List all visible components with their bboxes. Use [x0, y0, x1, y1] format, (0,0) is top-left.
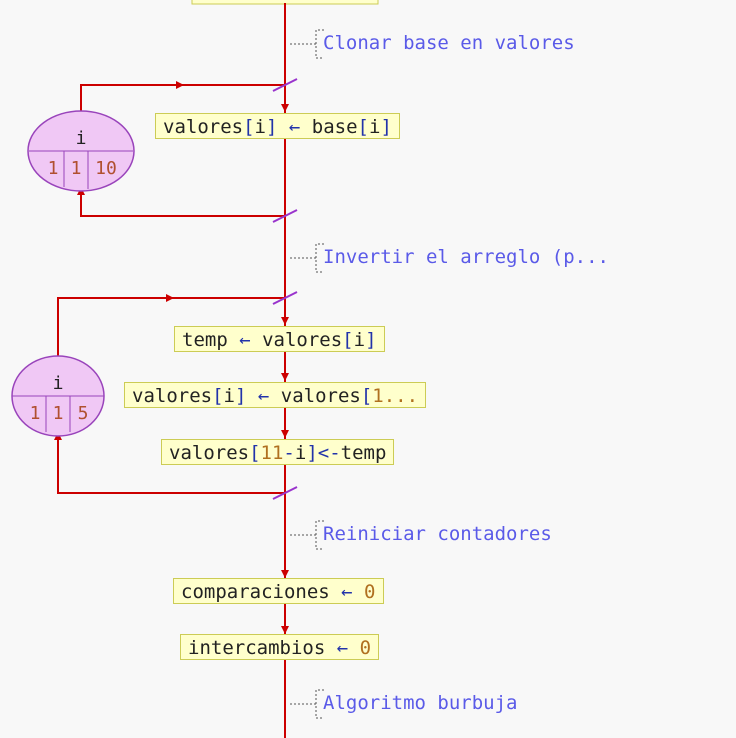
comment-bracket-3 — [315, 520, 324, 550]
token: [ — [249, 442, 261, 464]
loop2-entry-wire — [57, 297, 285, 356]
loop2-end-marker — [272, 486, 298, 500]
token: ] — [380, 116, 392, 138]
token: comparaciones — [181, 581, 330, 603]
loop2-variable: i — [52, 373, 64, 394]
token: [ — [357, 116, 369, 138]
token: i — [368, 116, 381, 138]
comment-clone[interactable]: Clonar base en valores — [323, 32, 575, 54]
token: - — [283, 442, 295, 464]
token: i — [353, 329, 366, 351]
loop1-step: 1 — [70, 158, 82, 179]
token: temp — [182, 329, 228, 351]
loop2-step: 1 — [52, 403, 64, 424]
token: i — [223, 385, 235, 407]
token: ← — [277, 116, 312, 138]
token: ← — [325, 637, 360, 659]
token: [ — [342, 329, 354, 351]
stmt-temp-assign[interactable]: temp ← valores[i] — [174, 326, 385, 352]
comment-reset-counters[interactable]: Reiniciar contadores — [323, 523, 552, 545]
token: valores — [163, 116, 244, 138]
comment-bracket-4 — [315, 689, 324, 719]
stmt-copy-base[interactable]: valores[i] ← base[i] — [155, 113, 400, 139]
token: ] — [365, 329, 377, 351]
arrow-into-s6 — [281, 626, 289, 634]
loop1-entry-wire — [80, 84, 285, 112]
loop2-end: 5 — [77, 403, 89, 424]
token: valores — [280, 385, 361, 407]
token: ] — [234, 385, 247, 407]
loop1-end: 10 — [95, 158, 117, 179]
stmt-reset-swaps[interactable]: intercambios ← 0 — [180, 634, 380, 660]
token: valores — [132, 385, 213, 407]
token: 0 — [364, 581, 376, 603]
token: base — [311, 116, 358, 138]
token: ← — [246, 385, 281, 407]
token: temp — [340, 442, 387, 464]
loop1-end-marker — [272, 209, 298, 223]
arrow-into-s2 — [281, 317, 289, 325]
arrow-into-s3 — [281, 373, 289, 381]
loop1-entry-arrow — [176, 81, 184, 89]
loop1-start: 1 — [47, 158, 59, 179]
token: valores — [262, 329, 343, 351]
comment-bracket-1 — [315, 29, 324, 59]
loop1-return-wire — [80, 192, 285, 217]
stmt-reset-comparisons[interactable]: comparaciones ← 0 — [173, 578, 384, 604]
loop2-start-marker — [272, 291, 298, 305]
token: ← — [329, 581, 365, 603]
token: i — [254, 116, 266, 138]
token: [ — [360, 385, 373, 407]
token: 1... — [372, 385, 419, 407]
loop2-entry-arrow — [166, 294, 174, 302]
loop2-return-wire — [57, 437, 285, 494]
stmt-swap-assign[interactable]: valores[i] ← valores[1... — [124, 382, 427, 408]
comment-bracket-2 — [315, 243, 324, 273]
token: valores — [169, 442, 250, 464]
loop1-start-marker — [272, 78, 298, 92]
arrow-into-s4 — [281, 430, 289, 438]
stmt-restore-temp[interactable]: valores[11-i]<-temp — [161, 439, 395, 465]
token: i — [294, 442, 307, 464]
token: ]<- — [306, 442, 341, 464]
comment-bubble-sort[interactable]: Algoritmo burbuja — [323, 692, 518, 714]
token: ← — [227, 329, 263, 351]
loop1-variable: i — [75, 128, 87, 149]
loop2-start: 1 — [29, 403, 41, 424]
arrow-into-s1 — [281, 104, 289, 112]
token: 11 — [260, 442, 284, 464]
token: ] — [265, 116, 278, 138]
token: intercambios — [188, 637, 326, 659]
arrow-into-s5 — [281, 570, 289, 578]
token: [ — [243, 116, 255, 138]
token: [ — [212, 385, 224, 407]
comment-reverse[interactable]: Invertir el arreglo (p... — [323, 246, 609, 268]
token: 0 — [359, 637, 372, 659]
